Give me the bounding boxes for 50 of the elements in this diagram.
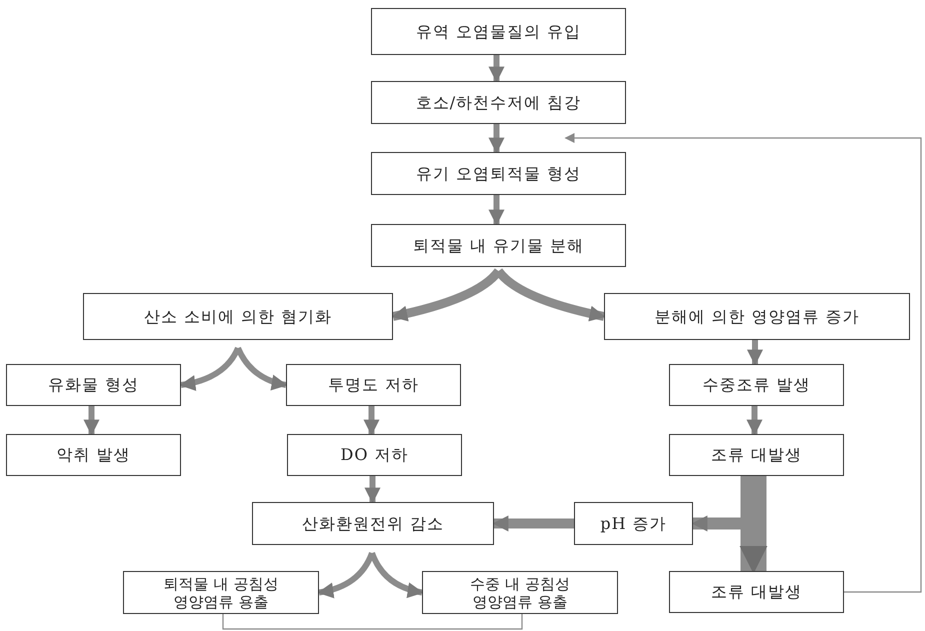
process-box xyxy=(669,434,844,476)
box-label: 분해에 의한 영양염류 증가 xyxy=(653,306,861,326)
box-label: 유화물 형성 xyxy=(46,375,140,395)
process-box xyxy=(604,293,910,340)
box-label: pH 증가 xyxy=(599,514,668,534)
box-label: 산화환원전위 감소 xyxy=(300,514,446,534)
box-label: DO 저하 xyxy=(339,445,410,465)
box-label: 산소 소비에 의한 혐기화 xyxy=(142,306,334,326)
box-label: 유역 오염물질의 유입 xyxy=(414,22,582,42)
process-box xyxy=(371,152,626,195)
process-box xyxy=(6,364,181,406)
block-arrow xyxy=(488,55,504,83)
process-box xyxy=(669,364,844,406)
block-arrow xyxy=(369,552,424,598)
process-box xyxy=(252,502,494,545)
box-label: 조류 대발생 xyxy=(710,582,804,602)
process-box xyxy=(286,364,461,406)
process-box xyxy=(371,224,626,267)
block-arrow xyxy=(235,346,288,390)
process-box xyxy=(6,434,181,476)
process-box xyxy=(83,293,393,340)
block-arrow xyxy=(179,346,241,391)
block-arrow xyxy=(488,124,504,154)
block-arrow xyxy=(364,476,380,504)
connector-line xyxy=(222,614,523,630)
box-label: 수중 내 공침성 영양염류 용출 xyxy=(469,574,571,610)
process-box xyxy=(287,434,462,476)
process-box xyxy=(574,502,693,545)
process-box xyxy=(669,571,844,613)
box-label: 퇴적물 내 공침성 영양염류 용출 xyxy=(162,574,280,610)
process-box xyxy=(123,571,319,614)
block-arrow xyxy=(364,406,380,436)
box-label: 퇴적물 내 유기물 분해 xyxy=(412,236,586,256)
block-arrow xyxy=(492,516,574,532)
connector-line xyxy=(564,133,922,593)
process-box xyxy=(422,571,618,614)
block-arrow xyxy=(740,476,768,574)
box-label: 악취 발생 xyxy=(55,445,132,465)
block-arrow xyxy=(746,406,762,436)
box-label: 조류 대발생 xyxy=(710,445,804,465)
box-label: 수중조류 발생 xyxy=(701,375,812,395)
block-arrow xyxy=(747,340,763,366)
box-label: 투명도 저하 xyxy=(326,375,420,395)
block-arrow xyxy=(84,406,100,436)
box-label: 유기 오염퇴적물 형성 xyxy=(414,164,582,184)
block-arrow xyxy=(317,552,375,598)
process-box xyxy=(371,81,626,124)
box-label: 호소/하천수저에 침강 xyxy=(414,92,582,112)
process-box xyxy=(371,8,626,55)
block-arrow xyxy=(488,195,504,226)
